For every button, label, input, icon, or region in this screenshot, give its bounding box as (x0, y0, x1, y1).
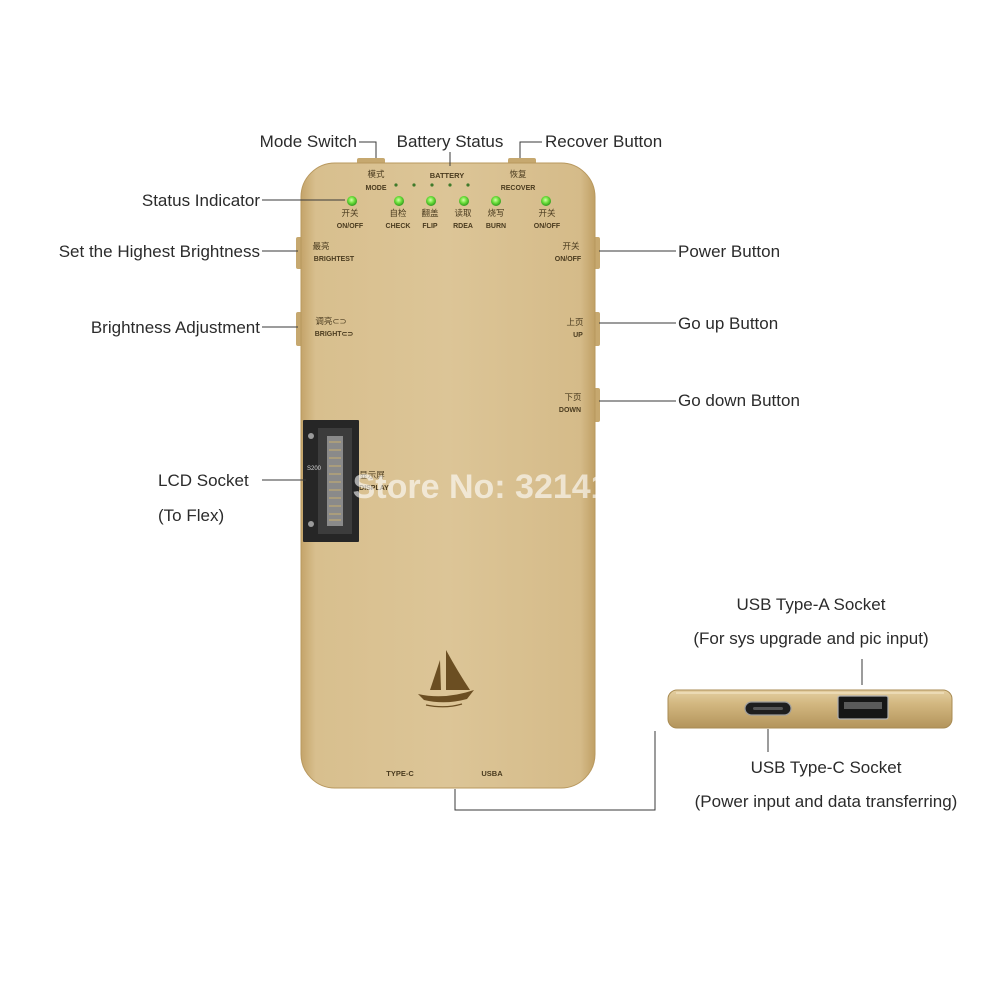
socket-code: S200 (307, 466, 322, 472)
up-label-cn: 上页 (566, 318, 583, 328)
status-led-flip: 翻盖 FLIP (421, 196, 439, 230)
lcd-socket: S200 (303, 420, 359, 542)
status-led-onoff: 开关 ON/OFF (337, 196, 364, 230)
led-icon (394, 196, 404, 206)
indicator-label-en: RDEA (453, 223, 473, 230)
status-led-read: 读取 RDEA (453, 196, 473, 230)
bright-label-en: BRIGHT⊂⊃ (315, 331, 354, 338)
indicator-label-cn: 开关 (538, 208, 556, 219)
usb-c-port-icon (744, 701, 792, 716)
sailboat-icon (418, 650, 474, 708)
tester-device: 模式 MODE BATTERY 恢复 RECOVER 开关 ON/OFF 自检 … (296, 158, 600, 789)
usb-a-callout: USB Type-A Socket (737, 595, 886, 614)
battery-status-callout: Battery Status (397, 132, 504, 151)
brightest-label-cn: 最亮 (312, 241, 329, 252)
indicator-label-cn: 开关 (341, 208, 359, 219)
usba-port-label: USBA (481, 769, 503, 778)
status-led-check: 自检 CHECK (386, 196, 411, 230)
battery-label: BATTERY (430, 171, 465, 180)
status-indicator-callout: Status Indicator (142, 191, 260, 210)
indicator-label-cn: 烧写 (487, 208, 504, 219)
indicator-label-en: ON/OFF (337, 223, 364, 230)
lcd-socket-callout: LCD Socket (158, 471, 249, 490)
led-icon (459, 196, 469, 206)
indicator-label-en: ON/OFF (534, 223, 561, 230)
go-down-button-callout: Go down Button (678, 391, 800, 410)
down-label-en: DOWN (559, 407, 581, 414)
display-label-en: DISPLAY (359, 485, 389, 492)
indicator-label-en: BURN (486, 223, 506, 230)
brightest-label-en: BRIGHTEST (314, 256, 355, 263)
led-icon (347, 196, 357, 206)
lcd-socket-note: (To Flex) (158, 506, 224, 525)
indicator-label-cn: 翻盖 (421, 208, 439, 219)
display-label-cn: 显示屏 (359, 471, 385, 481)
recover-label-en: RECOVER (501, 185, 536, 192)
recover-label-cn: 恢复 (509, 169, 527, 180)
mode-label-cn: 模式 (367, 169, 385, 180)
usb-c-note: (Power input and data transferring) (695, 792, 958, 811)
battery-level-dots (394, 183, 470, 187)
store-watermark: Store No: 3214134 (353, 468, 648, 506)
indicator-label-en: FLIP (422, 223, 437, 230)
go-up-button-callout: Go up Button (678, 314, 778, 333)
usb-c-callout: USB Type-C Socket (751, 758, 902, 777)
type-c-port-label: TYPE-C (386, 769, 414, 778)
usb-a-port-icon (837, 695, 889, 720)
status-led-onoff-2: 开关 ON/OFF (534, 196, 561, 230)
device-body (300, 162, 596, 789)
mode-label-en: MODE (366, 185, 387, 192)
led-icon (541, 196, 551, 206)
status-indicators: 开关 ON/OFF 自检 CHECK 翻盖 FLIP 读取 RDEA 烧写 (337, 196, 561, 230)
up-label-en: UP (573, 332, 583, 339)
led-icon (426, 196, 436, 206)
leader-lines (262, 141, 863, 811)
power-button-callout: Power Button (678, 242, 780, 261)
highest-brightness-callout: Set the Highest Brightness (59, 242, 260, 261)
indicator-label-cn: 读取 (454, 208, 472, 219)
power-label-en: ON/OFF (555, 256, 582, 263)
led-icon (491, 196, 501, 206)
usb-side-view (667, 689, 953, 729)
indicator-label-cn: 自检 (389, 208, 407, 219)
brightness-adjustment-callout: Brightness Adjustment (91, 318, 260, 337)
status-led-burn: 烧写 BURN (486, 196, 506, 230)
callout-labels: Mode Switch Battery Status Recover Butto… (59, 132, 958, 811)
power-label-cn: 开关 (562, 241, 580, 252)
usb-a-note: (For sys upgrade and pic input) (693, 629, 928, 648)
mode-switch-callout: Mode Switch (260, 132, 357, 151)
down-label-cn: 下页 (564, 393, 581, 403)
recover-button-callout: Recover Button (545, 132, 662, 151)
indicator-label-en: CHECK (386, 223, 411, 230)
bright-label-cn: 调亮⊂⊃ (315, 316, 346, 327)
